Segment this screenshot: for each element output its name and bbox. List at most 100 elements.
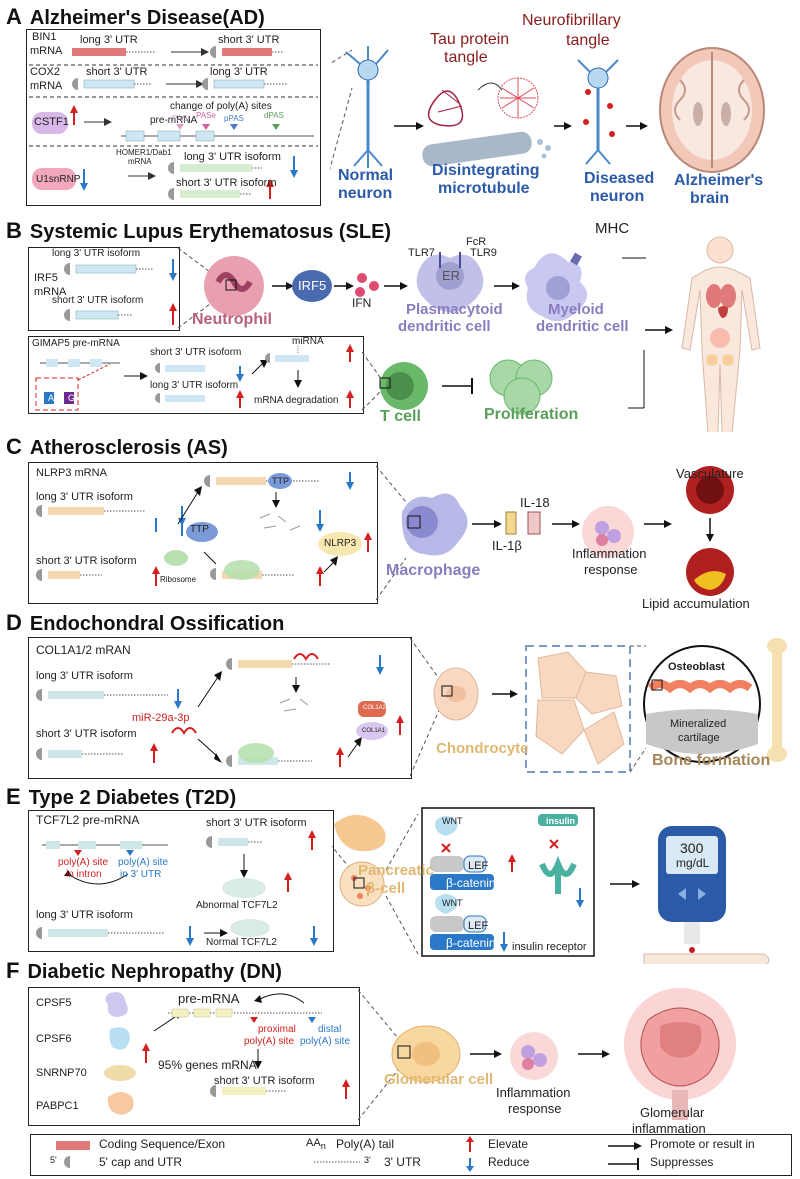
tau-tangle-icon <box>427 89 464 127</box>
nlrp3-long-label: long 3' UTR isoform <box>36 491 133 503</box>
proximal-label-2: poly(A) site <box>244 1036 295 1047</box>
nft-label-2: tangle <box>566 32 610 49</box>
glomerular-inflammation-icon <box>624 988 736 1120</box>
legend-promote-label: Promote or result in <box>650 1137 755 1151</box>
glomerular-inflammation-label: Glomerular <box>640 1105 705 1120</box>
dn-diagram <box>104 992 350 1115</box>
ttp-label: TTP <box>190 524 209 535</box>
neutrophil-icon <box>204 256 264 316</box>
u1snrnp-label: U1snRNP <box>36 174 81 185</box>
col-long-label: long 3' UTR isoform <box>36 670 133 682</box>
macrophage-label: Macrophage <box>386 562 481 579</box>
chondrocyte-cluster-icon <box>535 651 625 765</box>
legend-three-label: 3' <box>364 1155 371 1165</box>
cartilage-label: cartilage <box>678 732 720 744</box>
lef-label-1: LEF <box>468 860 489 872</box>
osteoblast-label: Osteoblast <box>668 661 725 673</box>
pasi-label: PASi <box>172 114 190 123</box>
pa-intron-label: poly(A) site <box>58 857 109 868</box>
legend-aa-label: AAn <box>306 1137 326 1152</box>
premrna-label: pre-mRNA <box>150 115 198 126</box>
glomerular-cell-label: Glomerular cell <box>384 1071 494 1088</box>
mirna-label: miRNA <box>292 336 324 347</box>
pancreatic-label: Pancreatic <box>358 862 434 879</box>
tcf7l2-panel <box>28 810 334 952</box>
snrnp70-icon <box>104 1065 136 1081</box>
sle-pathway <box>178 247 646 329</box>
snrnp70-label: SNRNP70 <box>36 1067 87 1079</box>
proliferation-icon <box>489 359 553 415</box>
fcr-label: FcR <box>466 236 487 248</box>
legend <box>30 1134 792 1176</box>
glomerular-inflammation-label-2: inflammation <box>632 1121 706 1136</box>
tcf-long-label: long 3' UTR isoform <box>36 909 133 921</box>
legend-coding-swatch <box>56 1141 90 1150</box>
ad-pathway <box>330 46 765 173</box>
il18-icon <box>527 511 541 535</box>
ribosome-icon <box>164 550 188 566</box>
ad-short-isoform-label: short 3' UTR isoform <box>176 177 277 189</box>
tau-label: Tau protein <box>430 31 510 48</box>
pdc-label: Plasmacytoid <box>406 301 503 318</box>
bin1-long-label: long 3' UTR <box>80 34 138 46</box>
pa-intron-label-2: in intron <box>66 869 102 880</box>
tcf7l2-label: TCF7L2 pre-mRNA <box>36 813 140 827</box>
ttp-label-2: TTP <box>272 476 289 486</box>
a-base-label: A <box>48 393 55 403</box>
homer-mrna-label: mRNA <box>128 157 152 166</box>
normal-tcf-label: Normal TCF7L2 <box>206 937 277 948</box>
irf5-short-label: short 3' UTR isoform <box>52 295 144 306</box>
vasculature-label: Vasculature <box>676 466 744 481</box>
plasmacytoid-dc-icon <box>416 252 484 312</box>
gimap5-diagram <box>35 344 354 411</box>
tau-label-2: tangle <box>444 49 488 66</box>
macrophage-icon <box>401 493 468 556</box>
dn-short-label: short 3' UTR isoform <box>214 1075 315 1087</box>
ad-brain-label-2: brain <box>690 190 730 207</box>
dn-pathway <box>358 988 736 1121</box>
bcat-label-2: β-catenin <box>446 936 496 950</box>
legend-reduce-icon <box>466 1166 474 1172</box>
ossification-pathway <box>410 637 787 777</box>
irf5-label: IRF5 <box>34 272 58 284</box>
mir-label: miR-29a-3p <box>132 712 190 724</box>
human-body-icon <box>681 236 761 432</box>
mir-icon <box>171 727 197 735</box>
irf5-mrna-label: mRNA <box>34 286 67 298</box>
mdc-label: Myeloid <box>548 301 604 318</box>
proliferation-label: Proliferation <box>484 406 579 423</box>
nlrp3-diagram <box>36 472 372 586</box>
legend-elevate-icon <box>466 1136 474 1142</box>
mineralized-label: Mineralized <box>670 718 727 730</box>
dn-premrna-label: pre-mRNA <box>178 991 240 1006</box>
beta-cell-icon <box>339 861 385 907</box>
col1a1-label: COL1A1 <box>362 728 386 734</box>
legend-cap-icon <box>64 1156 70 1168</box>
myeloid-dc-icon <box>525 252 588 322</box>
homer-label: HOMER1/Dab1 <box>116 148 172 157</box>
bin1-mrna-label: mRNA <box>30 45 63 57</box>
insulin-label: insulin <box>546 816 575 826</box>
irf5-diagram <box>64 259 177 325</box>
irf5-protein-label: IRF5 <box>298 278 327 293</box>
mdc-label-2: dendritic cell <box>536 318 629 335</box>
dn-inflammation-label-2: response <box>508 1101 562 1116</box>
legend-symbols <box>56 1136 642 1172</box>
insulin-receptor-label: insulin receptor <box>512 941 587 953</box>
alzheimers-brain-icon <box>659 47 765 173</box>
wnt-icon-1 <box>435 816 458 836</box>
as-pathway <box>376 465 734 601</box>
nft-label: Neurofibrillary <box>522 12 621 29</box>
neurofibrillary-tangle-icon <box>497 77 539 119</box>
pa-utr-label: poly(A) site <box>118 857 169 868</box>
nlrp3-icon <box>318 532 362 556</box>
cpsf6-label: CPSF6 <box>36 1033 72 1045</box>
ifn-label: IFN <box>352 296 372 310</box>
neutrophil-label: Neutrophil <box>192 311 272 328</box>
col1a2-icon <box>358 701 386 717</box>
legend-five-label: 5' <box>50 1155 57 1165</box>
distal-label-2: poly(A) site <box>300 1036 351 1047</box>
